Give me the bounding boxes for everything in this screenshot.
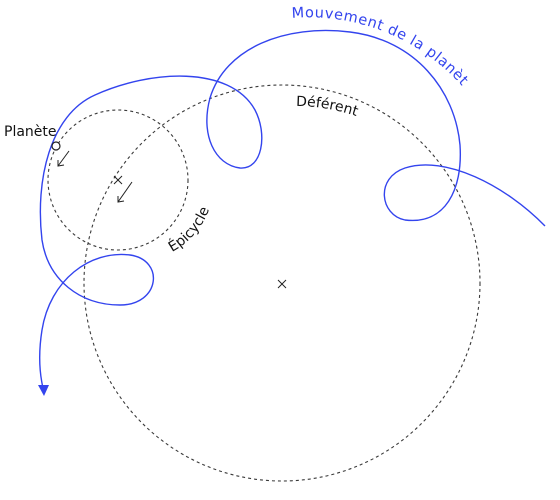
planet-marker-icon <box>51 141 61 151</box>
deferent-center-icon <box>277 279 287 289</box>
planet-motion-path <box>39 29 546 389</box>
motion-label: Mouvement de la planète <box>0 0 471 89</box>
epicycle-label: Épicycle <box>165 204 213 255</box>
epicycle-center-icon <box>113 175 123 185</box>
planet-label: Planète <box>4 124 57 140</box>
deferent-circle <box>83 84 481 482</box>
planet-direction-arrow-icon <box>57 150 70 167</box>
motion-arrowhead-icon <box>38 385 49 396</box>
epicycle-circle <box>47 109 189 251</box>
epicycle-direction-arrow-icon <box>117 181 133 203</box>
